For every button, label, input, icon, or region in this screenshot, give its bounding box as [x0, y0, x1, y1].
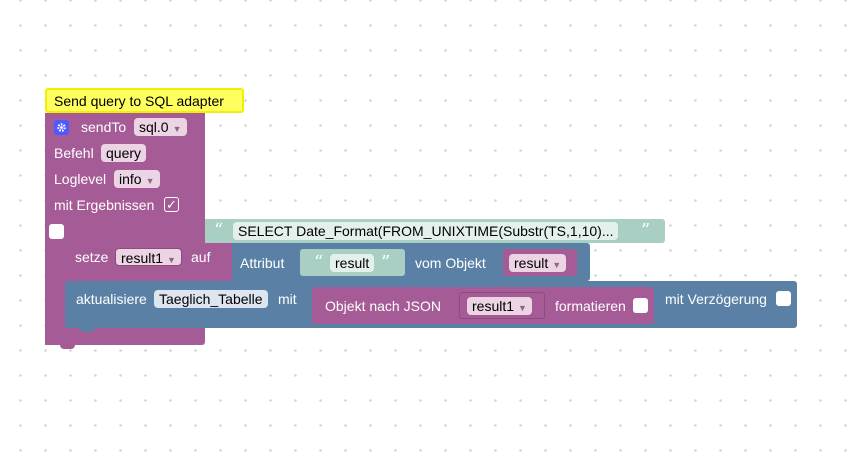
open-quote-icon: “ — [214, 220, 224, 241]
sendto-label: sendTo — [81, 119, 127, 135]
state-name-field[interactable]: Taeglich_Tabelle — [154, 290, 268, 308]
auf-label: auf — [191, 249, 211, 265]
chevron-down-icon: ▼ — [167, 255, 176, 265]
attribut-value: result — [335, 255, 370, 271]
chevron-down-icon: ▼ — [172, 124, 182, 134]
attribut-label: Attribut — [240, 255, 285, 271]
query-text: SELECT Date_Format(FROM_UNIXTIME(Substr(… — [238, 223, 614, 239]
state-name: Taeglich_Tabelle — [159, 291, 263, 307]
check-icon: ✓ — [166, 197, 177, 212]
setze-variable: result1 — [121, 250, 164, 266]
json-variable: result1 — [472, 298, 515, 314]
format-checkbox[interactable] — [633, 298, 648, 313]
aktualisiere-label: aktualisiere — [76, 291, 147, 307]
gear-icon[interactable] — [54, 120, 69, 135]
delay-label: mit Verzögerung — [665, 291, 767, 307]
command-field[interactable]: query — [101, 144, 147, 162]
loglevel-dropdown[interactable]: info▼ — [114, 170, 160, 188]
chevron-down-icon: ▼ — [145, 176, 155, 186]
json-variable-dropdown[interactable]: result1▼ — [467, 297, 532, 315]
aktualisiere-block-notch — [80, 327, 95, 332]
objekt-variable-dropdown[interactable]: result▼ — [509, 254, 567, 272]
results-label: mit Ergebnissen — [54, 197, 155, 213]
query-text-field[interactable]: SELECT Date_Format(FROM_UNIXTIME(Substr(… — [233, 222, 618, 240]
empty-input-slot[interactable] — [49, 224, 64, 239]
loglevel-label: Loglevel — [54, 171, 107, 187]
objekt-variable: result — [514, 255, 549, 271]
adapter-value: sql.0 — [139, 119, 169, 135]
chevron-down-icon: ▼ — [518, 303, 527, 313]
mit-label: mit — [278, 291, 297, 307]
comment-text: Send query to SQL adapter — [54, 93, 224, 109]
open-quote-icon: “ — [314, 252, 324, 273]
setze-label: setze — [75, 249, 109, 265]
close-quote-icon: ” — [641, 220, 651, 241]
json-label: Objekt nach JSON — [325, 298, 441, 314]
vom-objekt-label: vom Objekt — [415, 255, 486, 271]
command-value: query — [106, 145, 142, 161]
chevron-down-icon: ▼ — [552, 260, 562, 270]
sendto-block-notch — [60, 344, 75, 349]
setze-variable-dropdown[interactable]: result1▼ — [115, 248, 182, 266]
format-label: formatieren — [555, 298, 626, 314]
results-checkbox[interactable]: ✓ — [164, 197, 179, 212]
block-comment[interactable]: Send query to SQL adapter — [45, 88, 244, 113]
close-quote-icon: ” — [381, 252, 391, 273]
adapter-dropdown[interactable]: sql.0▼ — [134, 118, 187, 136]
command-label: Befehl — [54, 145, 94, 161]
attribut-text-field[interactable]: result — [330, 254, 375, 272]
loglevel-value: info — [119, 171, 142, 187]
delay-checkbox[interactable] — [776, 291, 791, 306]
